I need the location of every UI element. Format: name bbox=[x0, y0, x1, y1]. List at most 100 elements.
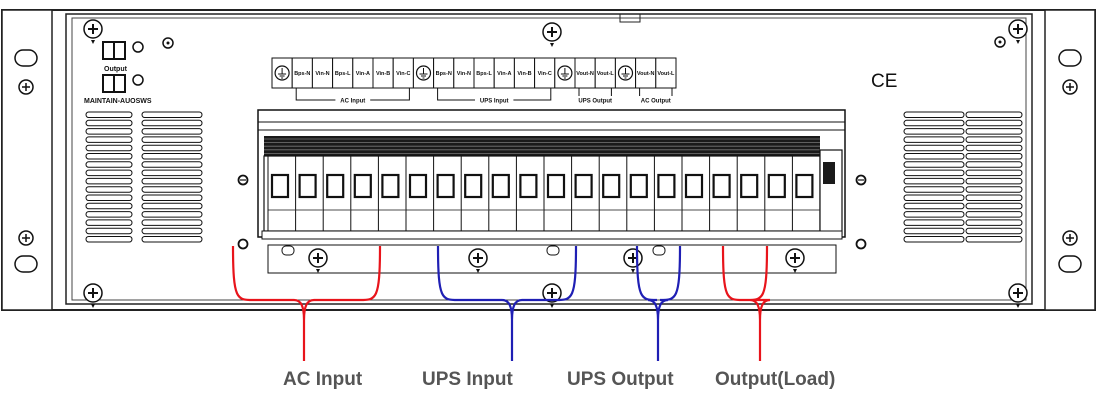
callout-label-output-load: Output(Load) bbox=[715, 369, 836, 390]
vent-slot bbox=[141, 128, 203, 135]
terminal-screw-window bbox=[657, 173, 676, 199]
rack-slot bbox=[1058, 49, 1082, 67]
callout-label-ac-input: AC Input bbox=[283, 369, 363, 390]
top-notch bbox=[619, 14, 641, 23]
screw-cross bbox=[547, 27, 557, 37]
vent-slot bbox=[903, 186, 965, 193]
vent-slot bbox=[903, 161, 965, 168]
output-switch-label: Output bbox=[104, 66, 128, 73]
group-bracket-label: UPS Output bbox=[578, 99, 612, 105]
vent-slot bbox=[141, 236, 203, 243]
vent-slot bbox=[965, 219, 1023, 226]
vent-slot bbox=[141, 144, 203, 152]
terminal-label: Vin-B bbox=[376, 71, 390, 77]
din-rail bbox=[261, 230, 843, 240]
terminal-screw-window bbox=[519, 173, 538, 199]
maintain-switch-label: MAINTAIN-AUOSWS bbox=[84, 98, 152, 105]
callout-label-ups-input: UPS Input bbox=[422, 369, 513, 390]
vent-slot bbox=[903, 219, 965, 226]
vent-slot bbox=[141, 202, 203, 210]
screw-slot-cross bbox=[22, 83, 30, 91]
wiring-callouts bbox=[231, 245, 771, 361]
vent-slot bbox=[85, 202, 133, 210]
terminal-label: Vout-L bbox=[597, 71, 615, 77]
vent-slot bbox=[965, 144, 1023, 152]
terminal-label: Bps-L bbox=[476, 71, 492, 77]
screw-slot-cross bbox=[1066, 234, 1074, 242]
vent-slot bbox=[965, 119, 1023, 127]
mounting-tab bbox=[546, 245, 560, 256]
screw-cross bbox=[88, 24, 98, 34]
group-bracket-label: AC Output bbox=[641, 99, 671, 105]
terminal-label: Bps-L bbox=[335, 71, 351, 77]
terminal-screw-window bbox=[740, 173, 759, 199]
vent-slot bbox=[85, 111, 133, 118]
ground-symbol bbox=[278, 68, 287, 79]
terminal-label: Bps-N bbox=[294, 71, 310, 77]
group-bracket-label: AC Input bbox=[340, 99, 365, 105]
group-bracket-bg bbox=[335, 96, 371, 104]
rack-slot bbox=[14, 255, 38, 273]
vent-slot bbox=[85, 128, 133, 135]
callout-label-ups-output: UPS Output bbox=[567, 369, 674, 390]
screw-cross bbox=[473, 253, 483, 263]
terminal-screw-window bbox=[574, 173, 593, 199]
vent-slot bbox=[965, 236, 1023, 243]
vent-slot bbox=[85, 144, 133, 152]
callout-bracket bbox=[436, 245, 578, 361]
vent-slot bbox=[85, 169, 133, 177]
vent-slot bbox=[141, 211, 203, 218]
screw-pointer bbox=[631, 269, 635, 273]
rack-slot bbox=[14, 49, 38, 67]
terminal-label: Vin-N bbox=[457, 71, 471, 77]
terminal-label: Vin-C bbox=[396, 71, 410, 77]
vent-slot bbox=[85, 136, 133, 143]
terminal-label: Vout-L bbox=[657, 71, 675, 77]
ground-symbol bbox=[621, 68, 630, 79]
callout-bracket bbox=[721, 245, 771, 361]
vent-slot bbox=[965, 111, 1023, 118]
screw-pointer bbox=[91, 40, 95, 44]
screw-pointer bbox=[1016, 304, 1020, 308]
vent-slot bbox=[141, 186, 203, 193]
screw-cross bbox=[313, 253, 323, 263]
vent-slot bbox=[141, 119, 203, 127]
vent-slot bbox=[85, 211, 133, 218]
terminal-screw-window bbox=[464, 173, 483, 199]
vent-slot bbox=[141, 169, 203, 177]
vent-slot bbox=[965, 128, 1023, 135]
group-bracket-bg bbox=[636, 96, 675, 104]
terminal-label: Vin-A bbox=[356, 71, 370, 77]
vent-slot bbox=[903, 153, 965, 160]
terminal-screw-window bbox=[436, 173, 455, 199]
terminal-label: Vin-B bbox=[517, 71, 531, 77]
screw-pointer bbox=[793, 269, 797, 273]
screw-cross bbox=[1013, 288, 1023, 298]
terminal-screw-window bbox=[326, 173, 345, 199]
end-stop-clip bbox=[823, 162, 835, 184]
terminal-screw-window bbox=[602, 173, 621, 199]
screw-cross bbox=[1013, 24, 1023, 34]
vent-slot bbox=[903, 136, 965, 143]
terminal-label-strip: Bps-N Vin-N Bps-L Vin-A Vin-B Vin-C Bps-N Vin-N… bbox=[271, 57, 677, 89]
vent-slot bbox=[141, 161, 203, 168]
vent-slot bbox=[85, 161, 133, 168]
terminal-label: Vout-N bbox=[576, 71, 594, 77]
output-indicator bbox=[132, 41, 144, 53]
vent-slot bbox=[965, 169, 1023, 177]
terminal-screw-window bbox=[381, 173, 400, 199]
terminal-label: Bps-N bbox=[436, 71, 452, 77]
rack-ear-holes bbox=[14, 49, 1082, 273]
vent-slot bbox=[903, 227, 965, 235]
terminal-label: Vin-N bbox=[315, 71, 329, 77]
vent-slot bbox=[903, 144, 965, 152]
terminal-screw-window bbox=[298, 173, 317, 199]
panel-hole bbox=[237, 238, 249, 250]
screw-pointer bbox=[316, 269, 320, 273]
vent-slot bbox=[141, 177, 203, 185]
vent-slot bbox=[903, 111, 965, 118]
vent-slot bbox=[85, 236, 133, 243]
